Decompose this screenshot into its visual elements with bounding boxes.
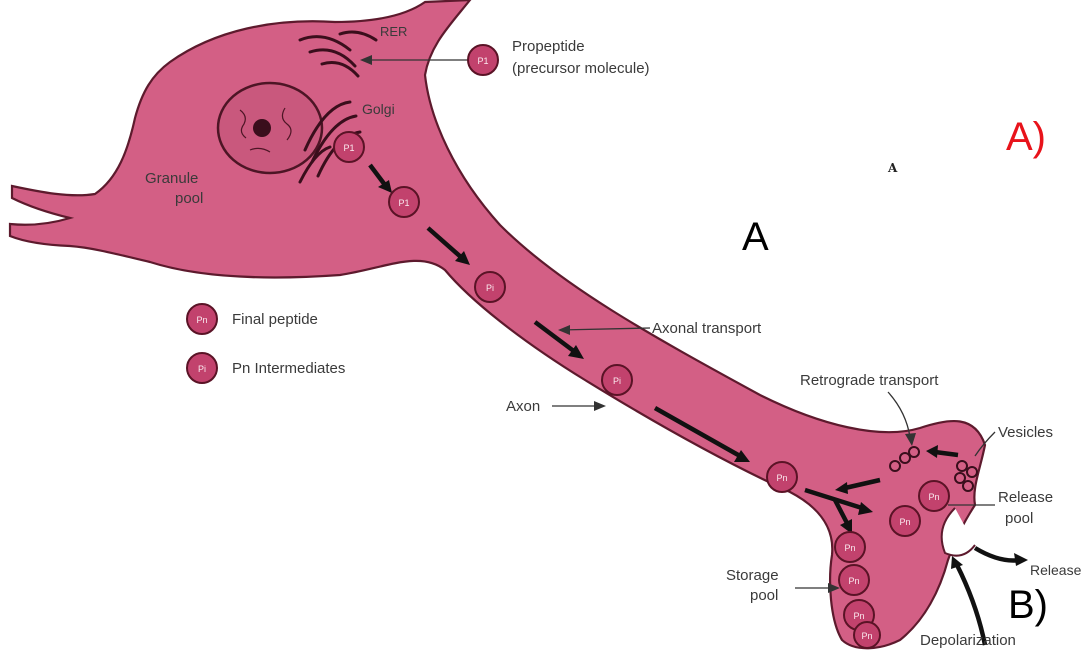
propeptide-label-1: Propeptide <box>512 38 585 55</box>
propeptide-label-2: (precursor molecule) <box>512 60 650 77</box>
svg-text:P1: P1 <box>477 56 488 66</box>
peptide-circle: Pn <box>835 532 865 562</box>
svg-text:Pn: Pn <box>861 631 872 641</box>
small-a-label: A <box>887 161 898 175</box>
nucleolus <box>253 119 271 137</box>
retrograde-transport-label: Retrograde transport <box>800 372 939 389</box>
rer-label: RER <box>380 24 407 39</box>
svg-text:Pi: Pi <box>198 364 206 374</box>
storage-pool-label-1: Storage <box>726 567 779 584</box>
peptide-circle: Pn <box>767 462 797 492</box>
granule-pool-label-2: pool <box>175 190 203 207</box>
svg-text:Pn: Pn <box>899 517 910 527</box>
svg-text:Pi: Pi <box>486 283 494 293</box>
svg-text:Pn: Pn <box>196 315 207 325</box>
vesicles-label: Vesicles <box>998 424 1053 441</box>
peptide-circle: Pn <box>839 565 869 595</box>
release-pool-label-2: pool <box>1005 510 1033 527</box>
panel-b-tag: B) <box>1008 583 1048 627</box>
peptide-circle: P1 <box>334 132 364 162</box>
svg-text:P1: P1 <box>343 143 354 153</box>
svg-text:Pn: Pn <box>853 611 864 621</box>
svg-text:Pn: Pn <box>776 473 787 483</box>
released-peptide: Pn <box>950 538 966 553</box>
svg-text:Pn: Pn <box>848 576 859 586</box>
peptide-circle: Pn <box>854 622 880 648</box>
axon-label: Axon <box>506 398 540 415</box>
golgi-label: Golgi <box>362 101 395 117</box>
storage-pool-label-2: pool <box>750 587 778 604</box>
legend-intermediate-label: Pn Intermediates <box>232 360 345 377</box>
peptide-circle: P1 <box>389 187 419 217</box>
axon-pointer-head <box>594 401 606 411</box>
svg-text:Pi: Pi <box>613 376 621 386</box>
panel-a-tag: A) <box>1006 115 1046 159</box>
svg-text:P1: P1 <box>398 198 409 208</box>
depolarization-label: Depolarization <box>920 632 1016 649</box>
propeptide-circle: P1 <box>468 45 498 75</box>
granule-pool-label-1: Granule <box>145 170 198 187</box>
legend-final-symbol: Pn <box>187 304 217 334</box>
svg-text:Pn: Pn <box>928 492 939 502</box>
panel-a-letter: A <box>742 215 769 259</box>
axonal-transport-label: Axonal transport <box>652 320 762 337</box>
release-pool-label-1: Release <box>998 489 1053 506</box>
svg-text:Pn: Pn <box>844 543 855 553</box>
legend-final-label: Final peptide <box>232 311 318 328</box>
release-label: Release <box>1030 562 1082 578</box>
peptide-circle: Pi <box>475 272 505 302</box>
peptide-circle: Pn <box>890 506 920 536</box>
peptide-circle: Pn <box>919 481 949 511</box>
legend-intermediate-symbol: Pi <box>187 353 217 383</box>
peptide-circle: Pi <box>602 365 632 395</box>
